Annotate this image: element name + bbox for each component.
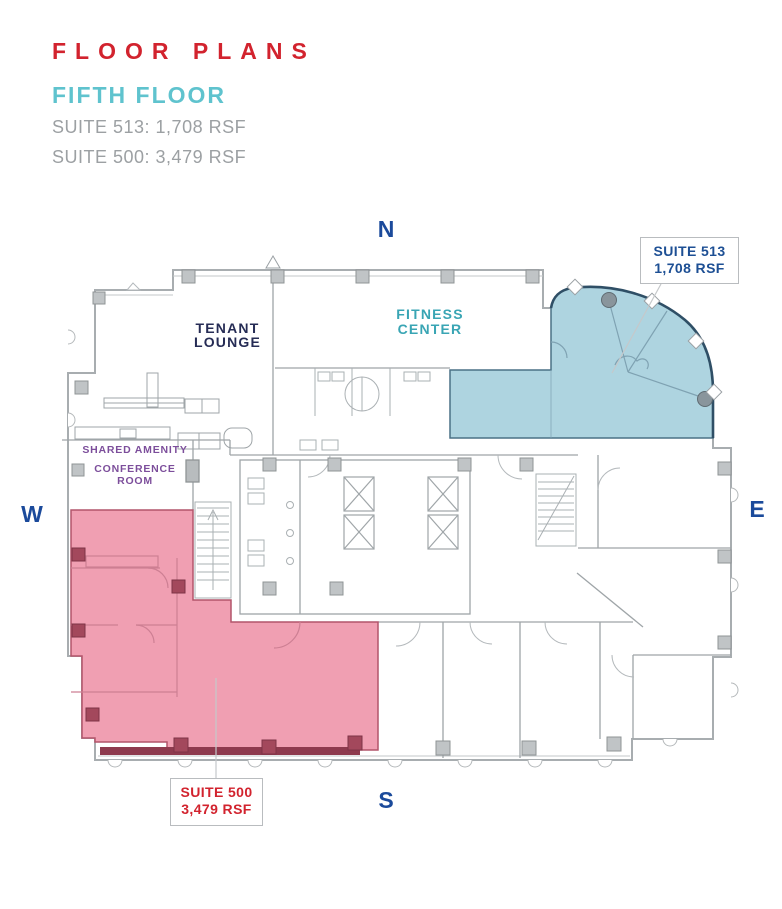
stairwell-right: [535, 473, 577, 547]
suite-500-callout-area: 3,479 RSF: [181, 801, 252, 817]
tenant-lounge-label: TENANT LOUNGE: [155, 321, 300, 349]
suite-513-summary: SUITE 513: 1,708 RSF: [52, 117, 247, 137]
structural-columns: [71, 269, 732, 756]
fitness-center-label-line2: CENTER: [397, 321, 463, 337]
conference-room-label-line2: ROOM: [117, 475, 153, 487]
locker-room-fixtures: [299, 368, 431, 451]
window-scallops: [67, 329, 739, 768]
shared-amenity-label: SHARED AMENITY CONFERENCE ROOM: [64, 444, 206, 487]
compass-west: W: [21, 501, 43, 527]
suite-500-summary: SUITE 500: 3,479 RSF: [52, 147, 247, 167]
compass-east: E: [749, 496, 765, 522]
interior-walls: [62, 270, 731, 758]
stairwell-left: [194, 501, 232, 599]
floor-subtitle: FIFTH FLOOR: [52, 82, 227, 108]
suite-513-callout-area: 1,708 RSF: [654, 260, 725, 276]
compass-north: N: [377, 216, 395, 242]
suite-500-region: [70, 509, 379, 755]
tenant-lounge-label-line2: LOUNGE: [193, 334, 262, 350]
fitness-center-label-line1: FITNESS: [396, 306, 464, 322]
compass-south: S: [378, 787, 394, 813]
callout-leader-lines: [215, 283, 662, 778]
suite-500-columns: [71, 547, 363, 755]
header: FLOOR PLANS FIFTH FLOOR SUITE 513: 1,708…: [52, 38, 316, 169]
restroom-fixtures: [247, 477, 294, 567]
door-arcs: [307, 454, 635, 678]
suite-513-callout-title: SUITE 513: [653, 243, 726, 259]
suite-500-callout: SUITE 500 3,479 RSF: [170, 778, 263, 826]
fitness-center-label: FITNESS CENTER: [362, 307, 498, 337]
suite-513-callout: SUITE 513 1,708 RSF: [640, 237, 739, 284]
conference-room-label-line1: CONFERENCE: [94, 463, 176, 475]
suite-513-region: [449, 278, 723, 439]
elevator-core: [343, 476, 459, 550]
shared-amenity-label-line1: SHARED AMENITY: [82, 444, 188, 456]
page-title: FLOOR PLANS: [52, 38, 316, 64]
tenant-lounge-label-line1: TENANT: [195, 320, 260, 336]
suite-513-columns: [601, 292, 713, 407]
lounge-furniture: [74, 372, 253, 450]
suite-500-callout-title: SUITE 500: [180, 784, 253, 800]
